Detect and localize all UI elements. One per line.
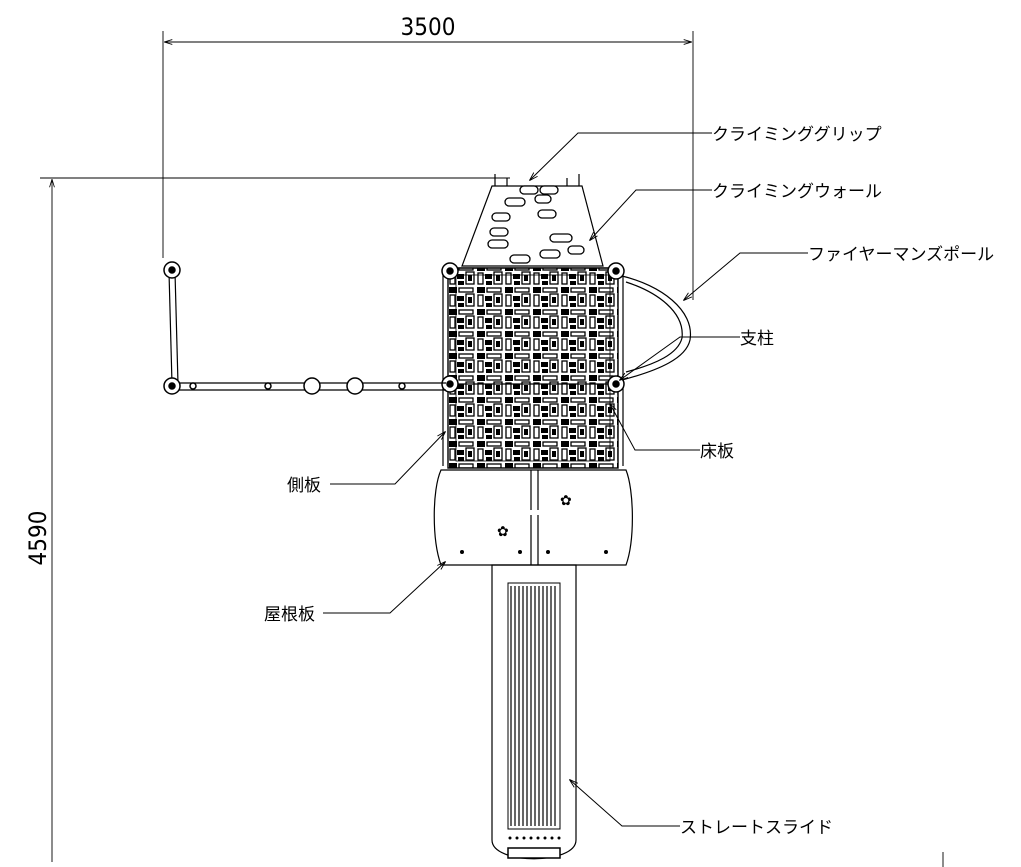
height-dimension-label: 4590 — [24, 511, 52, 566]
label-firemans-pole: ファイヤーマンズポール — [808, 245, 994, 265]
label-side-board: 側板 — [287, 476, 321, 496]
climbing-grips — [487, 185, 585, 264]
label-roof-board: 屋根板 — [264, 605, 315, 625]
roof-board: ✿ ✿ — [433, 469, 633, 566]
width-dimension: 3500 — [162, 13, 694, 300]
posts — [441, 262, 625, 393]
leader-lines — [323, 132, 808, 827]
firemans-pole — [621, 275, 691, 381]
width-dimension-label: 3500 — [401, 13, 456, 41]
label-floor-board: 床板 — [700, 442, 734, 462]
svg-text:✿: ✿ — [497, 524, 509, 540]
side-bar-attachment — [163, 261, 446, 395]
tower-deck — [442, 267, 624, 469]
label-climbing-grip: クライミンググリップ — [712, 125, 882, 145]
svg-text:✿: ✿ — [560, 493, 572, 509]
climbing-wall — [461, 174, 604, 267]
label-post: 支柱 — [740, 329, 774, 349]
label-climbing-wall: クライミングウォール — [712, 182, 882, 202]
straight-slide — [491, 564, 577, 860]
label-straight-slide: ストレートスライド — [680, 818, 833, 838]
height-dimension: 4590 — [24, 177, 944, 867]
